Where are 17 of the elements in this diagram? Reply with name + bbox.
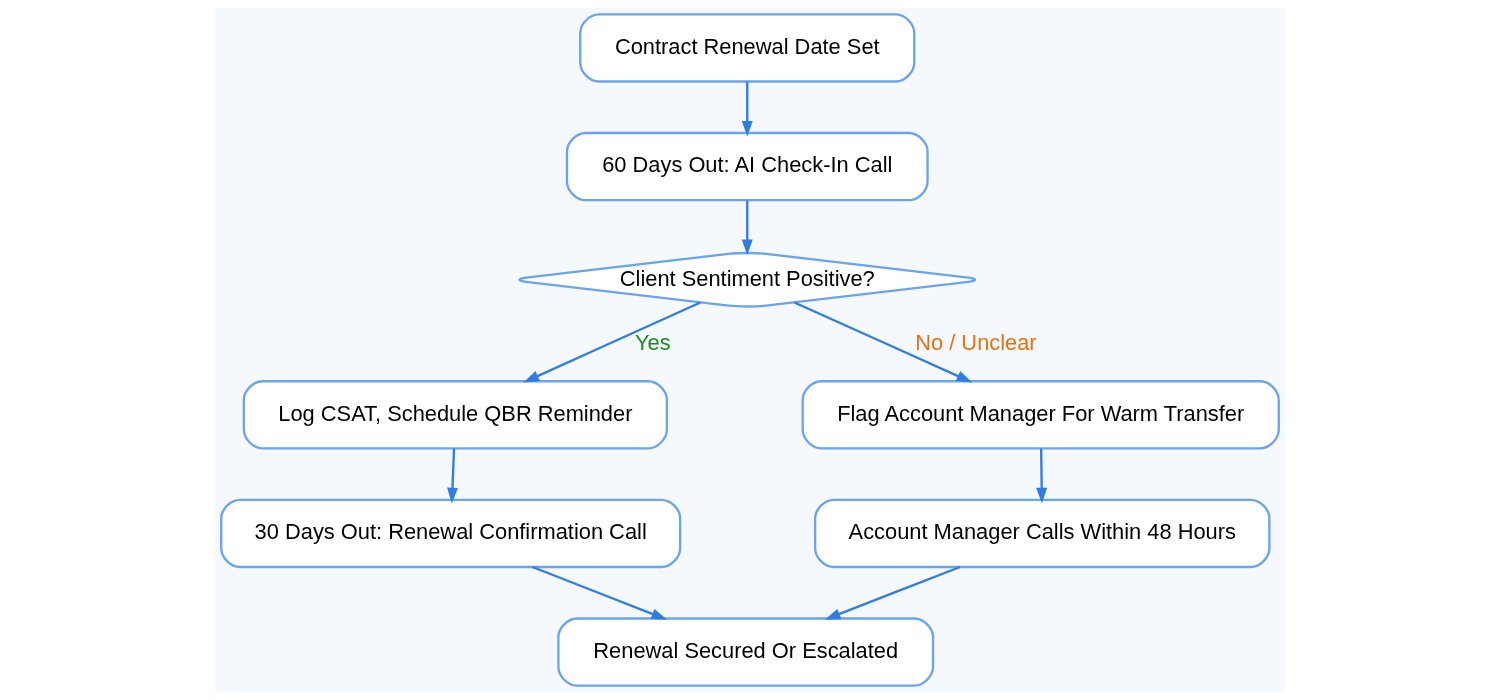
node-box: 60 Days Out: AI Check-In Call [565, 131, 929, 202]
node-box: Renewal Secured Or Escalated [557, 617, 935, 687]
edge-label: Yes [635, 330, 671, 356]
arrow [532, 565, 668, 620]
node-box: Account Manager Calls Within 48 Hours [814, 498, 1271, 569]
arrow [824, 565, 961, 620]
node-box: 30 Days Out: Renewal Confirmation Call [220, 498, 682, 569]
arrow [793, 301, 973, 383]
arrow [741, 81, 753, 137]
arrow [741, 200, 753, 256]
arrow [523, 301, 701, 383]
node-box: Flag Account Manager For Warm Transfer [801, 380, 1280, 450]
edge-label: No / Unclear [915, 330, 1037, 356]
node-box: Log CSAT, Schedule QBR Reminder [242, 380, 669, 450]
node-box: Contract Renewal Date Set [579, 13, 916, 83]
arrow [447, 448, 458, 504]
arrow [1036, 448, 1048, 504]
